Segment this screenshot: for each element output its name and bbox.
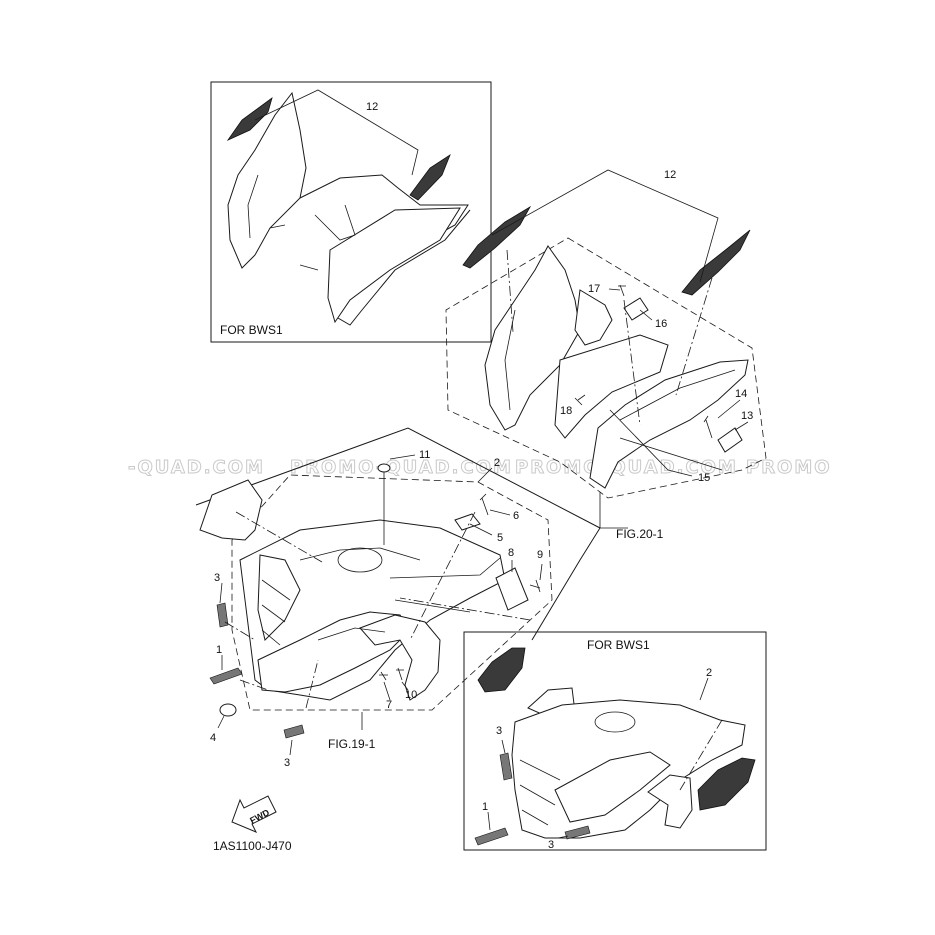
rear-bolt-17 — [618, 284, 626, 297]
inset-bottom-callout-3-left: 3 — [496, 725, 502, 737]
front-decal-3-bottom — [283, 724, 305, 739]
watermark-4: PROMO — [746, 457, 832, 478]
front-screw-9 — [529, 579, 541, 593]
front-figure-ref: FIG.19-1 — [328, 737, 376, 751]
inset-top-caption: FOR BWS1 — [220, 323, 283, 337]
front-decal-right-shroud — [477, 647, 526, 693]
front-callout-4: 4 — [210, 732, 216, 744]
rear-dashed-outline — [445, 237, 767, 499]
inset-top-callout-12: 12 — [366, 101, 378, 113]
front-callout-8: 8 — [508, 547, 514, 559]
front-callout-1: 1 — [216, 644, 222, 656]
front-decal-3-left — [216, 602, 229, 628]
rear-callout-17: 17 — [588, 283, 600, 295]
inset-bottom-callout-1: 1 — [482, 801, 488, 813]
inset-top-frame — [210, 81, 492, 343]
front-callout-11: 11 — [419, 449, 430, 461]
fwd-arrow: FWD — [231, 795, 277, 833]
rear-callout-18: 18 — [560, 405, 572, 417]
inset-top-decal-left — [226, 96, 273, 141]
rear-callout-12: 12 — [664, 169, 676, 181]
rear-left-grab — [574, 289, 613, 346]
front-callout-3-bottom: 3 — [284, 757, 290, 769]
inset-bottom-callout-2: 2 — [706, 667, 712, 679]
inset-top-decal-right — [409, 153, 451, 201]
inset-bottom-decal-1 — [474, 827, 509, 846]
inset-top-bws1: FOR BWS1 12 — [210, 81, 492, 343]
front-plate-8 — [495, 567, 529, 611]
rear-callout-16: 16 — [655, 318, 667, 330]
front-clip-7 — [379, 671, 388, 681]
rear-left-fender — [484, 245, 581, 431]
rear-plate-13 — [717, 427, 743, 453]
inset-top-left-fender — [227, 91, 307, 269]
front-callout-5: 5 — [497, 532, 503, 544]
inset-top-fender-crease — [247, 174, 259, 239]
inset-bottom-caption: FOR BWS1 — [587, 638, 650, 652]
watermark-2: PROMO-QUAD.COM — [290, 457, 513, 478]
rear-decal-right — [681, 229, 751, 296]
front-callout-3-left: 3 — [214, 572, 220, 584]
rear-decal-left — [462, 205, 532, 269]
front-bolt-6 — [479, 493, 489, 516]
rear-center-body — [554, 334, 669, 439]
front-tank-opening — [337, 547, 383, 573]
front-dashed-outline — [231, 474, 553, 711]
rear-assembly: 12 17 16 18 14 13 15 FIG.20-1 — [445, 169, 767, 541]
drawing-number: 1AS1100-J470 — [213, 839, 292, 853]
front-callout-2: 2 — [494, 457, 500, 469]
inset-bottom-frame — [463, 631, 767, 851]
rear-callout-14: 14 — [735, 388, 747, 400]
rear-leader-15 — [609, 409, 693, 477]
front-cap-11 — [377, 463, 391, 473]
front-callout-7: 7 — [386, 699, 392, 711]
rear-right-fender — [589, 359, 749, 489]
fwd-arrow-shape — [231, 795, 277, 833]
front-left-louver — [257, 554, 301, 641]
inset-bottom-bws1: FOR BWS1 2 3 1 3 — [463, 631, 767, 851]
front-top-panel — [199, 479, 263, 541]
rear-clip-18 — [574, 394, 586, 406]
rear-callout-15: 15 — [698, 472, 710, 484]
rear-bolt-14 — [703, 415, 713, 439]
front-callout-6: 6 — [513, 510, 519, 522]
inset-top-leader-12 — [254, 89, 419, 176]
rear-leader-12 — [491, 169, 719, 283]
watermark-1: -QUAD.COM — [128, 457, 265, 478]
front-callout-10: 10 — [405, 689, 417, 701]
inset-bottom-fender — [554, 751, 671, 823]
rear-plate-16 — [623, 297, 649, 321]
front-cap-4 — [219, 703, 237, 717]
front-decal-1 — [209, 667, 243, 685]
inset-bottom-decal-shroud — [697, 757, 756, 811]
rear-figure-ref: FIG.20-1 — [616, 527, 664, 541]
inset-bottom-callout-3-bottom: 3 — [548, 839, 554, 851]
front-solid-outline — [195, 427, 601, 641]
front-plate-5 — [454, 513, 481, 531]
rear-callout-13: 13 — [741, 410, 753, 422]
inset-bottom-decal-3-left — [499, 752, 513, 781]
inset-top-right-fender — [327, 207, 461, 324]
front-callout-9: 9 — [537, 549, 543, 561]
front-clip-10 — [396, 667, 404, 681]
inset-top-inner-tray — [314, 204, 356, 241]
watermark-strip: -QUAD.COM PROMO-QUAD.COM PROMO-QUAD.COM … — [128, 457, 832, 479]
front-assembly: 11 2 6 5 8 9 3 1 4 7 10 3 FIG.19-1 — [195, 427, 601, 769]
